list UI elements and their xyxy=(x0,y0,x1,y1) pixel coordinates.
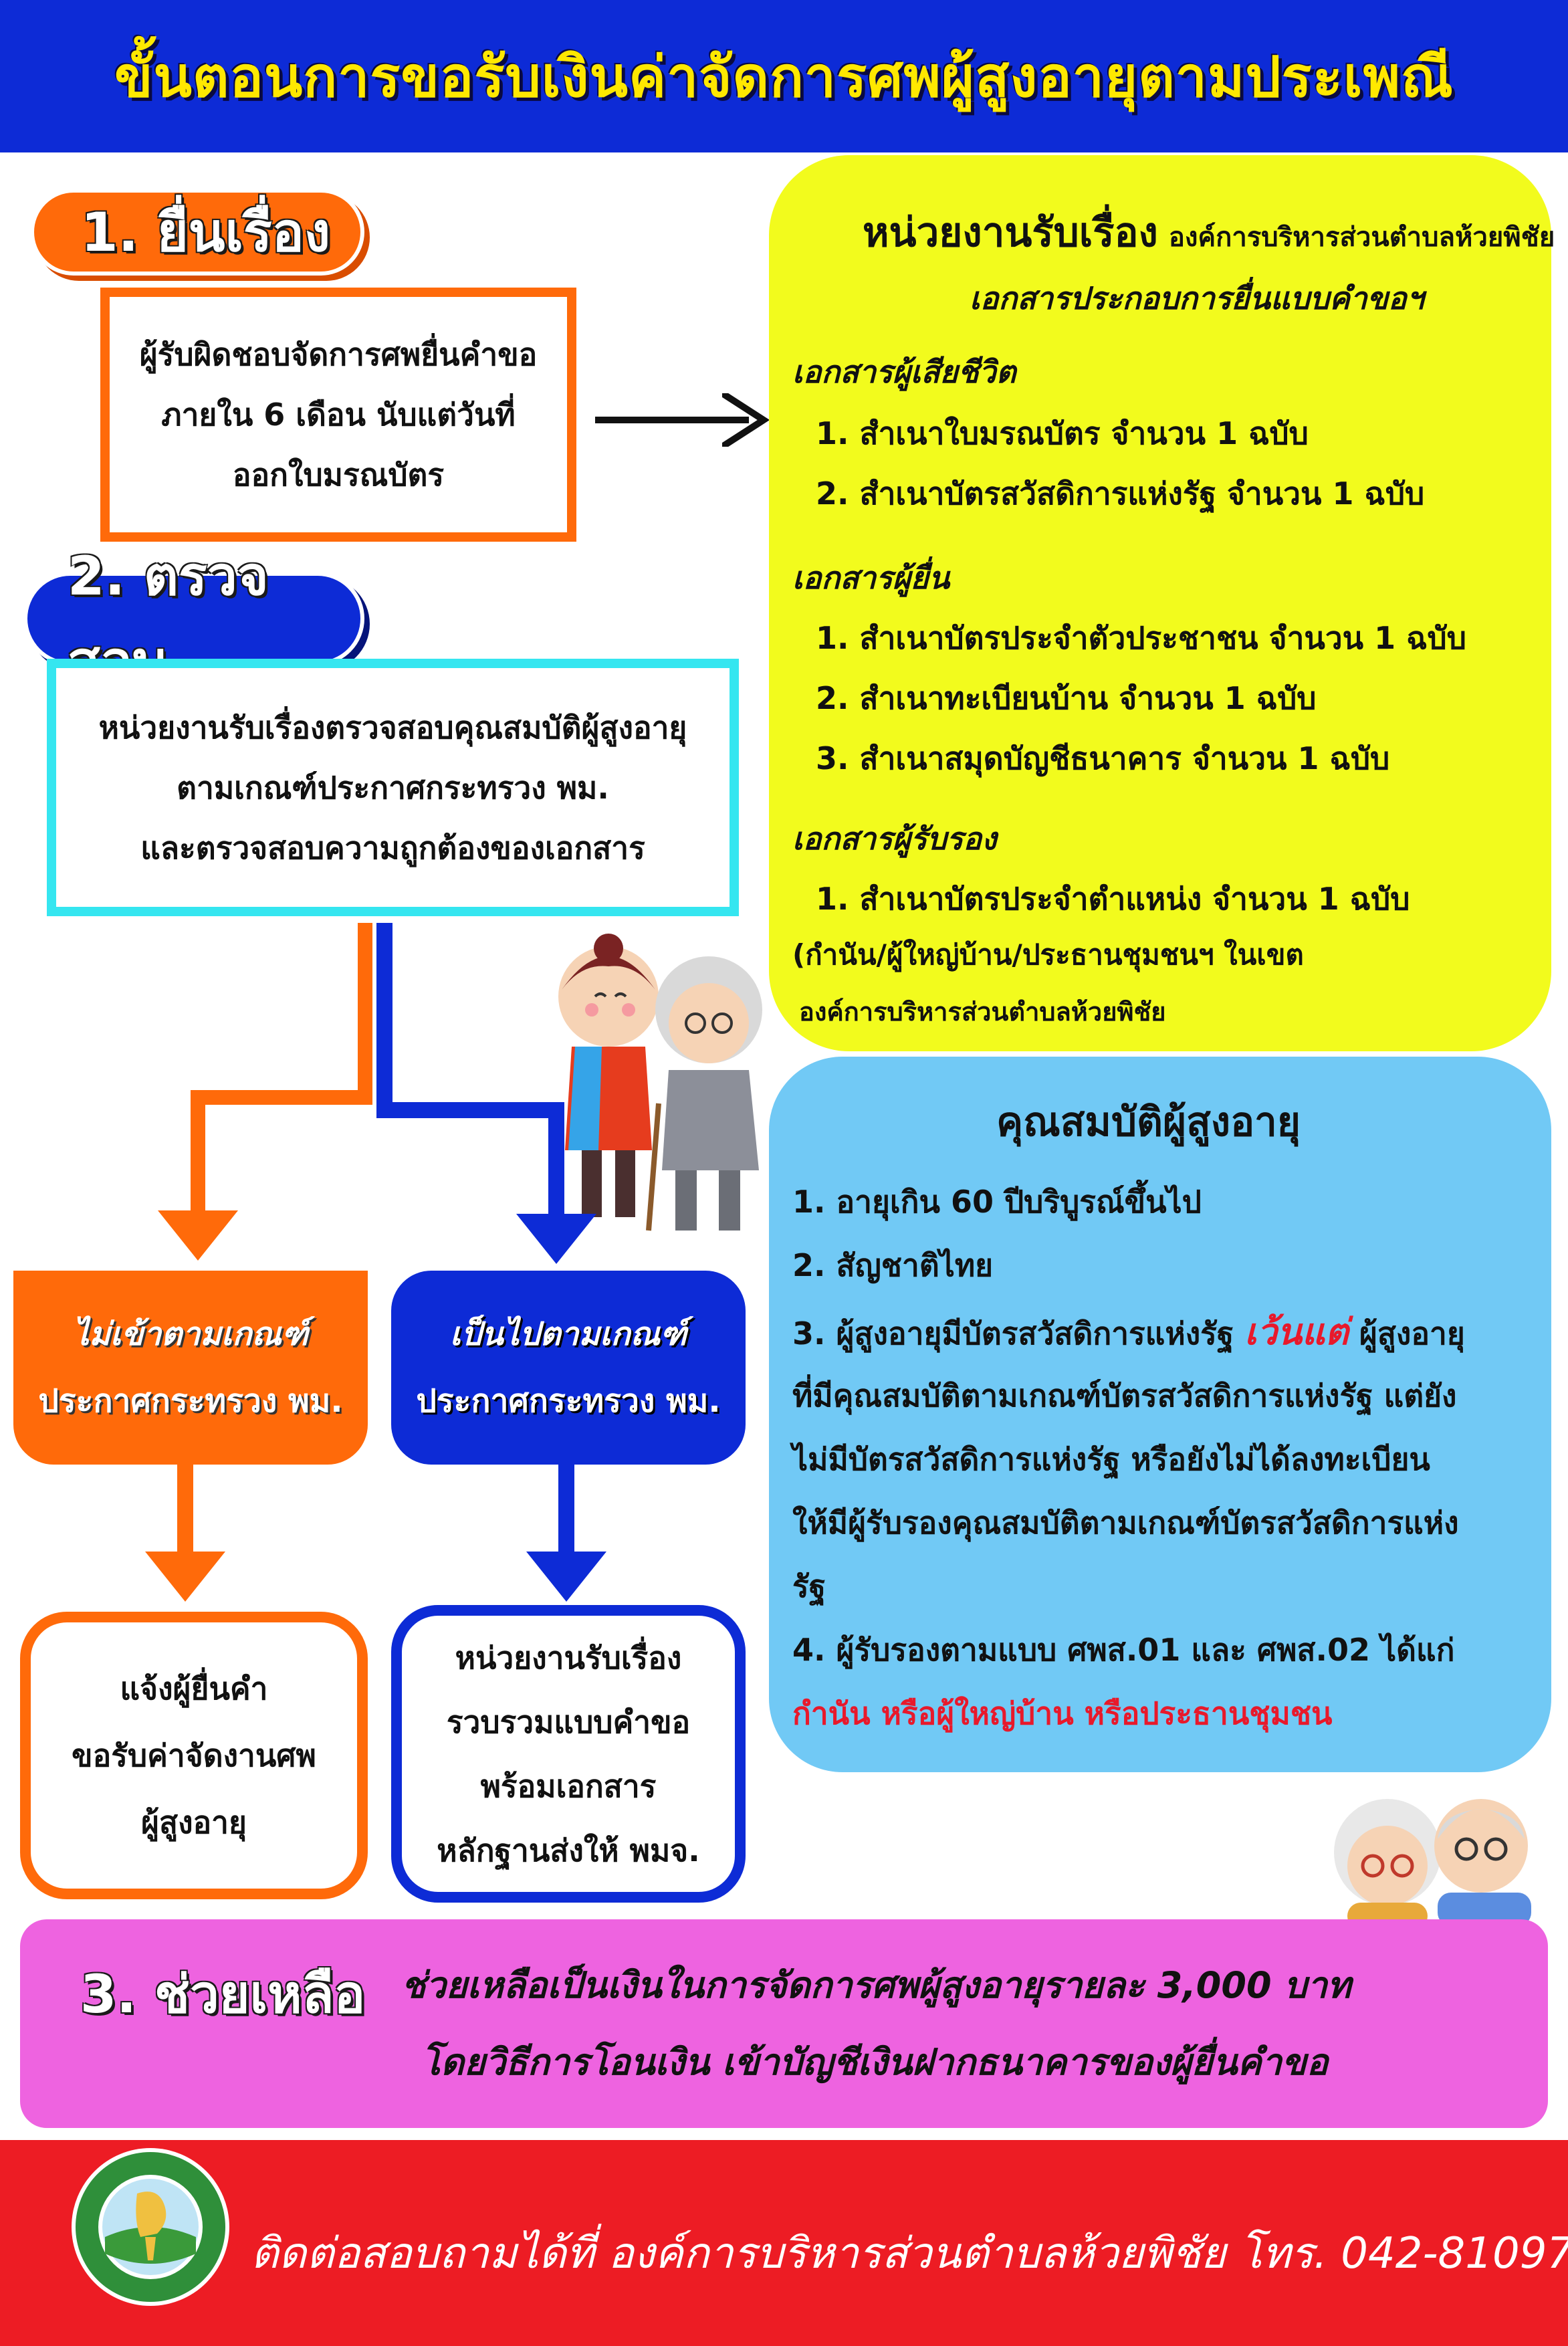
documents-heading: หน่วยงานรับเรื่อง องค์การบริหารส่วนตำบลห… xyxy=(863,201,1555,264)
step2-line: หน่วยงานรับเรื่องตรวจสอบคุณสมบัติผู้สูงอ… xyxy=(98,709,687,746)
result-fail-box: แจ้งผู้ยื่นคำ ขอรับค่าจัดงานศพ ผู้สูงอาย… xyxy=(20,1612,368,1899)
qualification-item: ไม่มีบัตรสวัสดิการแห่งรัฐ หรือยังไม่ได้ล… xyxy=(792,1441,1430,1477)
certifier-note: (กำนัน/ผู้ใหญ่บ้าน/ประธานชุมชนฯ ในเขต xyxy=(792,938,1304,971)
result-fail-line: ขอรับค่าจัดงานศพ xyxy=(72,1737,316,1774)
certifier-doc-item: 1. สำเนาบัตรประจำตำแหน่ง จำนวน 1 ฉบับ xyxy=(816,881,1410,917)
elderly-couple-illustration xyxy=(558,934,762,1231)
page-title: ขั้นตอนการขอรับเงินค่าจัดการศพผู้สูงอายุ… xyxy=(114,44,1454,110)
arrow-down-orange-icon xyxy=(145,1552,225,1602)
qualification-text: 3. ผู้สูงอายุมีบัตรสวัสดิการแห่งรัฐ xyxy=(792,1315,1245,1352)
result-pass-line: รวบรวมแบบคำขอ xyxy=(446,1703,691,1740)
criteria-pass-box: เป็นไปตามเกณฑ์ ประกาศกระทรวง พม. xyxy=(391,1271,746,1465)
step1-line: ผู้รับผิดชอบจัดการศพยื่นคำขอ xyxy=(139,336,538,372)
qualification-item: ที่มีคุณสมบัติตามเกณฑ์บัตรสวัสดิการแห่งร… xyxy=(792,1378,1457,1414)
arrow-to-documents xyxy=(595,417,749,423)
step3-badge: 3. ช่วยเหลือ xyxy=(80,1965,366,2025)
qualification-highlight: เว้นแต่ xyxy=(1244,1311,1349,1353)
qualification-item: รัฐ xyxy=(792,1568,826,1604)
arrow-head-right-icon xyxy=(722,393,769,447)
flow-line-orange xyxy=(191,1090,372,1105)
qualification-item: ให้มีผู้รับรองคุณสมบัติตามเกณฑ์บัตรสวัสด… xyxy=(792,1505,1459,1541)
deceased-doc-item: 1. สำเนาใบมรณบัตร จำนวน 1 ฉบับ xyxy=(816,415,1309,451)
step3-panel xyxy=(20,1919,1548,2128)
certifier-docs-title: เอกสารผู้รับรอง xyxy=(792,821,997,857)
step1-line: ออกใบมรณบัตร xyxy=(232,457,445,493)
documents-panel xyxy=(769,155,1551,1051)
header-banner: ขั้นตอนการขอรับเงินค่าจัดการศพผู้สูงอายุ… xyxy=(0,0,1568,152)
qualifications-panel xyxy=(769,1057,1551,1772)
step2-line: และตรวจสอบความถูกต้องของเอกสาร xyxy=(140,829,645,866)
result-pass-line: หลักฐานส่งให้ พมจ. xyxy=(437,1832,700,1869)
deceased-doc-item: 2. สำเนาบัตรสวัสดิการแห่งรัฐ จำนวน 1 ฉบั… xyxy=(816,475,1425,512)
documents-agency-label: หน่วยงานรับเรื่อง xyxy=(863,209,1158,256)
applicant-docs-title: เอกสารผู้ยื่น xyxy=(792,560,950,596)
flow-line-blue xyxy=(548,1102,564,1233)
footer-bar xyxy=(0,2140,1568,2346)
step3-line: โดยวิธีการโอนเงิน เข้าบัญชีเงินฝากธนาคาร… xyxy=(421,2041,1329,2083)
arrow-down-blue-icon xyxy=(516,1214,596,1264)
deceased-docs-title: เอกสารผู้เสียชีวิต xyxy=(792,354,1016,390)
criteria-fail-line: ประกาศกระทรวง พม. xyxy=(38,1382,343,1420)
step1-badge: 1. ยื่นเรื่อง xyxy=(30,189,364,276)
step3-line: ช่วยเหลือเป็นเงินในการจัดการศพผู้สูงอายุ… xyxy=(401,1964,1351,2006)
qualification-item: 4. ผู้รับรองตามแบบ ศพส.01 และ ศพส.02 ได้… xyxy=(792,1632,1455,1668)
arrow-down-blue-icon xyxy=(526,1552,606,1602)
footer-contact: ติดต่อสอบถามได้ที่ องค์การบริหารส่วนตำบล… xyxy=(251,2229,1568,2278)
step2-badge: 2. ตรวจสอบ xyxy=(23,545,364,692)
applicant-doc-item: 1. สำเนาบัตรประจำตัวประชาชน จำนวน 1 ฉบับ xyxy=(816,620,1466,656)
certifier-note: องค์การบริหารส่วนตำบลห้วยพิชัย xyxy=(799,997,1166,1027)
qualification-item: 2. สัญชาติไทย xyxy=(792,1247,994,1283)
qualification-item: 1. อายุเกิน 60 ปีบริบูรณ์ขึ้นไป xyxy=(792,1184,1202,1220)
step1-line: ภายใน 6 เดือน นับแต่วันที่ xyxy=(161,397,516,433)
flow-line-blue xyxy=(376,1102,564,1118)
result-fail-line: ผู้สูงอายุ xyxy=(141,1804,247,1840)
criteria-pass-line: ประกาศกระทรวง พม. xyxy=(416,1382,721,1420)
flow-line-blue xyxy=(376,923,393,1117)
qualifications-title: คุณสมบัติผู้สูงอายุ xyxy=(996,1099,1301,1146)
qualification-item: กำนัน หรือผู้ใหญ่บ้าน หรือประธานชุมชน xyxy=(792,1695,1333,1731)
step1-box: ผู้รับผิดชอบจัดการศพยื่นคำขอ ภายใน 6 เดื… xyxy=(100,288,576,542)
result-fail-line: แจ้งผู้ยื่นคำ xyxy=(120,1671,268,1707)
applicant-doc-item: 3. สำเนาสมุดบัญชีธนาคาร จำนวน 1 ฉบับ xyxy=(816,740,1390,776)
qualification-item: 3. ผู้สูงอายุมีบัตรสวัสดิการแห่งรัฐ เว้น… xyxy=(792,1301,1465,1365)
applicant-doc-item: 2. สำเนาทะเบียนบ้าน จำนวน 1 ฉบับ xyxy=(816,680,1317,716)
result-pass-box: หน่วยงานรับเรื่อง รวบรวมแบบคำขอ พร้อมเอก… xyxy=(391,1605,746,1903)
flow-line-orange xyxy=(358,923,372,1103)
grandparents-illustration xyxy=(1334,1799,1531,1926)
step2-line: ตามเกณฑ์ประกาศกระทรวง พม. xyxy=(177,769,609,806)
criteria-pass-line: เป็นไปตามเกณฑ์ xyxy=(450,1315,687,1353)
step1-badge-label: 1. ยื่นเรื่อง xyxy=(81,201,330,263)
logo-seal xyxy=(72,2148,229,2306)
documents-agency-name: องค์การบริหารส่วนตำบลห้วยพิชัย xyxy=(1168,222,1555,253)
result-pass-line: หน่วยงานรับเรื่อง xyxy=(455,1639,682,1676)
criteria-fail-box: ไม่เข้าตามเกณฑ์ ประกาศกระทรวง พม. xyxy=(13,1271,368,1465)
qualification-text: ผู้สูงอายุ xyxy=(1348,1315,1465,1352)
result-pass-line: พร้อมเอกสาร xyxy=(480,1768,657,1804)
flow-line-orange xyxy=(191,1090,205,1231)
documents-subtitle: เอกสารประกอบการยื่นแบบคำขอฯ xyxy=(970,280,1424,316)
criteria-fail-line: ไม่เข้าตามเกณฑ์ xyxy=(73,1315,308,1353)
step2-box: หน่วยงานรับเรื่องตรวจสอบคุณสมบัติผู้สูงอ… xyxy=(47,659,739,916)
arrow-down-orange-icon xyxy=(158,1210,238,1261)
